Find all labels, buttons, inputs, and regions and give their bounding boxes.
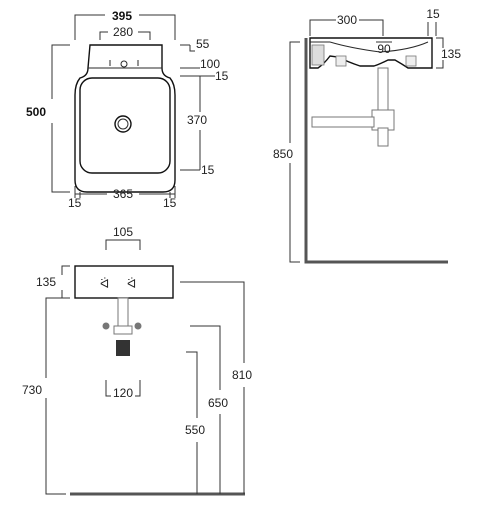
dim-55-label: 55	[196, 37, 210, 51]
dim-730-line-top	[45, 297, 70, 378]
dim-135-front-label: 135	[36, 275, 56, 289]
dim-120-line-left	[105, 380, 111, 397]
dim-300-line-right	[359, 19, 384, 36]
side-view-basin	[309, 37, 433, 69]
dim-120-label: 120	[113, 386, 133, 400]
dim-850-line-bottom	[289, 163, 300, 263]
side-view-outlet-pipe	[311, 116, 375, 128]
front-view-basin	[74, 265, 174, 299]
dim-650-line-top	[190, 325, 221, 390]
dim-395-label: 395	[112, 9, 132, 23]
dim-500-line-top	[51, 44, 70, 99]
dim-135-side-top	[436, 37, 444, 48]
side-view-tap-block	[311, 44, 325, 66]
dim-15-right-label: 15	[163, 196, 177, 210]
dim-370-label: 370	[187, 113, 207, 127]
side-view: 850 300 90 15 135	[273, 7, 461, 264]
dim-550-line-top	[186, 351, 198, 418]
dim-15-bottom-label: 15	[201, 163, 215, 177]
drain-icon	[114, 115, 132, 133]
dim-850-label: 850	[273, 147, 293, 161]
dim-500-label: 500	[26, 105, 46, 119]
dim-135-side-bottom	[436, 60, 444, 69]
dim-135-front-bottom	[61, 290, 70, 299]
dim-105-line	[105, 239, 141, 250]
top-view: 395 280 55 100 15 370 15 500 365 15 15	[26, 8, 229, 210]
dim-135-side-label: 135	[441, 47, 461, 61]
drain-inner-icon	[117, 118, 129, 130]
front-view-bolt-left	[102, 322, 110, 330]
side-view-bracket-left	[335, 55, 347, 67]
top-view-bowl	[79, 77, 171, 174]
dim-120-line-right	[135, 380, 141, 397]
dim-300-line-left	[309, 19, 336, 36]
side-view-bracket-right	[405, 55, 417, 67]
front-view-bolt-right	[134, 322, 142, 330]
dim-90-label: 90	[377, 42, 391, 56]
dim-730-label: 730	[22, 383, 42, 397]
dim-365-label: 365	[113, 187, 133, 201]
dim-810-line-top	[180, 281, 245, 363]
top-view-basin-outline	[74, 44, 176, 193]
front-view-mark-left: ᐛ	[100, 277, 109, 291]
front-view-trap-top	[113, 325, 133, 335]
dim-135-front-top	[61, 265, 70, 275]
side-view-trap-bottom	[377, 127, 389, 147]
dim-55-line	[189, 45, 195, 52]
dim-850-line-top	[289, 41, 300, 143]
side-view-bowl-curve	[329, 41, 429, 53]
dim-15-wall-label: 15	[426, 7, 440, 21]
dim-395-bg	[105, 8, 139, 22]
front-view-mark-right: ᐛ	[127, 277, 136, 291]
dim-15-top-label: 15	[215, 69, 229, 83]
front-view-waste-pipe	[117, 297, 129, 327]
side-view-trap	[371, 109, 395, 131]
dim-810-label: 810	[232, 368, 252, 382]
front-view-trap-body	[116, 340, 130, 356]
dim-280-bg	[108, 25, 138, 38]
tap-hole-icon	[120, 60, 128, 68]
dim-730-line-bottom	[45, 398, 66, 495]
dim-105-label: 105	[113, 225, 133, 239]
side-view-wall	[304, 38, 448, 264]
front-view: ᐛ ᐛ 105 135 120 730 810 650 550	[22, 225, 252, 496]
dim-15-left-label: 15	[68, 196, 82, 210]
dim-550-label: 550	[185, 423, 205, 437]
dim-280-label: 280	[113, 25, 133, 39]
dim-500-line-bottom	[51, 123, 70, 193]
dim-100-label: 100	[200, 57, 220, 71]
dim-650-label: 650	[208, 396, 228, 410]
dim-300-label: 300	[337, 13, 357, 27]
